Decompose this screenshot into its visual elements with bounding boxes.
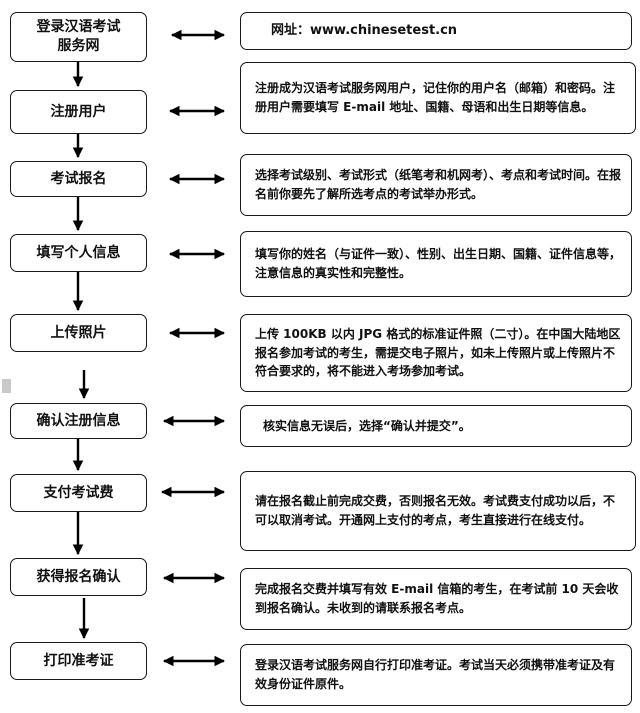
step-personal-info: 填写个人信息: [10, 234, 147, 272]
desc-pay-fee-text: 请在报名截止前完成交费，否则报名无效。考试费支付成功以后，不可以取消考试。开通网…: [255, 494, 616, 527]
step-exam-signup-label: 考试报名: [50, 170, 107, 187]
desc-personal-info: 填写你的姓名（与证件一致）、性别、出生日期、国籍、证件信息等，注意信息的真实性和…: [240, 231, 632, 297]
step-pay-fee: 支付考试费: [10, 474, 147, 512]
step-register-label: 注册用户: [50, 103, 107, 120]
step-upload-photo-label: 上传照片: [50, 324, 107, 341]
desc-get-confirmation-text: 完成报名交费并填写有效 E-mail 信箱的考生，在考试前 10 天会收到报名确…: [255, 582, 619, 615]
desc-register: 注册成为汉语考试服务网用户，记住你的用户名（邮箱）和密码。注册用户需要填写 E-…: [240, 62, 636, 134]
desc-personal-info-text: 填写你的姓名（与证件一致）、性别、出生日期、国籍、证件信息等，注意信息的真实性和…: [255, 247, 622, 280]
desc-upload-photo-text: 上传 100KB 以内 JPG 格式的标准证件照（二寸）。在中国大陆地区报名参加…: [255, 327, 621, 379]
edge-marker: [2, 379, 11, 393]
desc-pay-fee: 请在报名截止前完成交费，否则报名无效。考试费支付成功以后，不可以取消考试。开通网…: [240, 471, 636, 551]
desc-print-ticket-text: 登录汉语考试服务网自行打印准考证。考试当天必须携带准考证及有效身份证件原件。: [255, 658, 616, 691]
step-confirm-info: 确认注册信息: [10, 403, 147, 439]
step-get-confirmation-label: 获得报名确认: [36, 568, 121, 585]
desc-upload-photo: 上传 100KB 以内 JPG 格式的标准证件照（二寸）。在中国大陆地区报名参加…: [240, 314, 632, 392]
step-print-ticket: 打印准考证: [10, 642, 147, 680]
step-register: 注册用户: [10, 90, 147, 134]
step-get-confirmation: 获得报名确认: [10, 558, 147, 596]
desc-exam-signup: 选择考试级别、考试形式（纸笔考和机网考）、考点和考试时间。在报名前你要先了解所选…: [240, 154, 632, 216]
desc-confirm-info: 核实信息无误后，选择“确认并提交”。: [240, 405, 632, 447]
desc-confirm-info-text: 核实信息无误后，选择“确认并提交”。: [263, 418, 471, 433]
step-login-label: 登录汉语考试服务网: [36, 19, 121, 54]
step-print-ticket-label: 打印准考证: [43, 652, 114, 669]
desc-get-confirmation: 完成报名交费并填写有效 E-mail 信箱的考生，在考试前 10 天会收到报名确…: [240, 568, 632, 630]
step-personal-info-label: 填写个人信息: [36, 244, 121, 261]
desc-login-text: 网址：www.chinesetest.cn: [271, 22, 458, 38]
step-exam-signup: 考试报名: [10, 161, 147, 197]
desc-login: 网址：www.chinesetest.cn: [240, 12, 632, 50]
step-upload-photo: 上传照片: [10, 314, 147, 352]
step-confirm-info-label: 确认注册信息: [36, 412, 121, 429]
desc-print-ticket: 登录汉语考试服务网自行打印准考证。考试当天必须携带准考证及有效身份证件原件。: [240, 644, 632, 706]
desc-register-text: 注册成为汉语考试服务网用户，记住你的用户名（邮箱）和密码。注册用户需要填写 E-…: [255, 81, 616, 114]
desc-exam-signup-text: 选择考试级别、考试形式（纸笔考和机网考）、考点和考试时间。在报名前你要先了解所选…: [255, 168, 622, 201]
step-login: 登录汉语考试服务网: [10, 12, 147, 62]
step-pay-fee-label: 支付考试费: [43, 484, 114, 501]
